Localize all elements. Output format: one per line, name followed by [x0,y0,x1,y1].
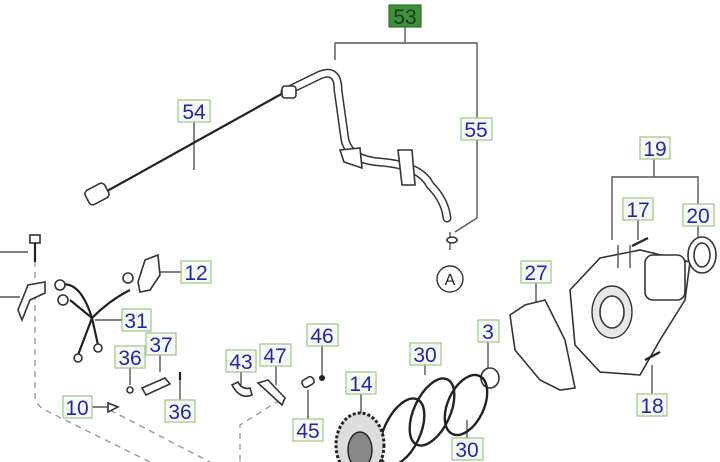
part-18-bolt [644,351,661,361]
assembly-dash-line [34,250,151,462]
callout-53[interactable]: 53 [388,4,422,29]
svg-text:30: 30 [455,439,478,462]
svg-text:37: 37 [149,334,172,357]
callout-30[interactable]: 30 [409,342,442,367]
svg-text:10: 10 [65,397,88,420]
callout-27[interactable]: 27 [520,260,552,285]
callout-31[interactable]: 31 [121,308,152,333]
svg-text:20: 20 [686,205,709,228]
part-30-oring [443,373,489,437]
part-19-transfer-housing [569,245,691,376]
part-12-sensor [137,253,161,293]
callout-12[interactable]: 12 [180,260,212,285]
part-10-clip [107,401,120,414]
part-27-gasket [509,299,576,391]
leader-53-55 [334,27,478,233]
svg-text:18: 18 [640,395,663,418]
svg-text:31: 31 [124,310,147,333]
callout-20[interactable]: 20 [682,203,715,228]
part-54-connector [84,182,110,206]
reference-marker-text: A [445,272,456,289]
callout-36[interactable]: 36 [164,399,196,424]
part-bracket-left [17,281,46,323]
part-46-ball [319,375,325,381]
callout-37[interactable]: 37 [145,332,177,357]
callout-10[interactable]: 10 [62,395,93,420]
svg-text:19: 19 [643,138,666,161]
callout-17[interactable]: 17 [622,197,654,222]
leader-lines-edge [0,251,28,298]
callout-19[interactable]: 19 [639,136,671,161]
svg-text:54: 54 [182,101,206,124]
part-43-shoe [230,380,253,398]
part-54-cable [99,91,286,196]
part-36-clip [126,386,134,394]
svg-text:47: 47 [263,345,286,368]
leader-lines-middle [240,346,362,419]
svg-text:46: 46 [310,325,333,348]
svg-text:14: 14 [349,373,373,396]
part-bolt-left [29,234,41,262]
svg-text:27: 27 [524,262,547,285]
part-37-hose [140,377,172,397]
callout-3[interactable]: 3 [477,319,500,344]
callout-43[interactable]: 43 [225,349,257,374]
reference-marker-a: A [436,265,464,293]
svg-text:36: 36 [168,401,191,424]
svg-text:55: 55 [464,119,487,142]
callout-30[interactable]: 30 [451,437,484,462]
part-53-bracket [338,147,363,170]
part-31-harness [59,283,131,356]
callout-47[interactable]: 47 [259,343,292,368]
svg-text:3: 3 [482,321,494,344]
part-53-bracket [397,149,416,186]
callout-46[interactable]: 46 [306,323,339,348]
leader-lines-left [92,271,181,408]
svg-text:12: 12 [184,262,207,285]
svg-text:43: 43 [229,351,252,374]
leader-19 [611,159,699,240]
callout-36[interactable]: 36 [114,345,146,370]
svg-text:36: 36 [118,347,141,370]
assembly-dash-line [239,399,281,462]
part-55-oring [446,236,458,244]
leader-lines-right [424,283,537,438]
svg-text:53: 53 [393,6,416,29]
part-17-bolt [631,237,649,247]
svg-text:30: 30 [413,344,436,367]
part-30-oring [378,397,426,462]
assembly-dash-line [109,409,211,462]
svg-text:45: 45 [296,420,319,443]
callout-45[interactable]: 45 [292,418,324,443]
part-53-fitting [281,85,297,99]
callout-55[interactable]: 55 [460,117,493,142]
callout-54[interactable]: 54 [177,99,211,124]
part-47-lever [256,379,286,407]
callout-14[interactable]: 14 [345,371,377,396]
callout-18[interactable]: 18 [636,393,668,418]
part-45-pin [301,375,315,389]
part-53-tube [280,68,452,223]
svg-text:17: 17 [626,199,649,222]
